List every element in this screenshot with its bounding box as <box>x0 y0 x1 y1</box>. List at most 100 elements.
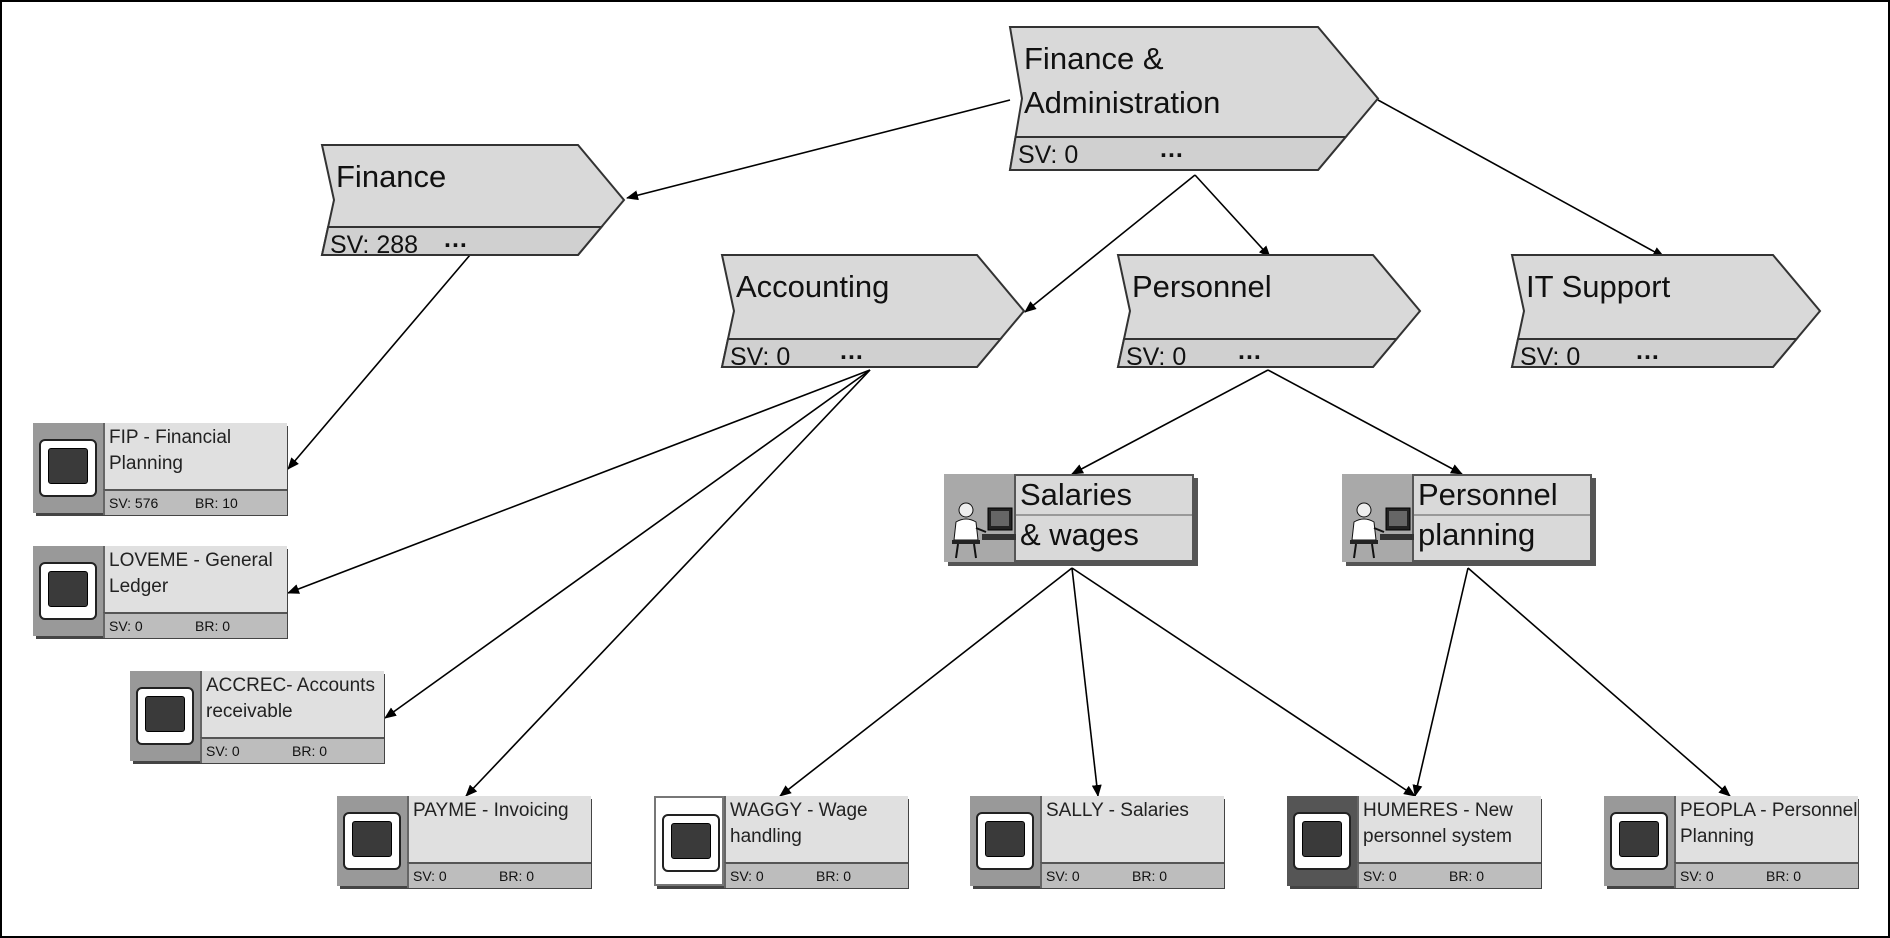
chevron-shape <box>1116 254 1422 368</box>
more-ellipsis[interactable]: ... <box>1636 337 1660 365</box>
more-ellipsis[interactable]: ... <box>840 337 864 365</box>
edge-personnel-to-pplanning <box>1267 369 1463 475</box>
app-label: LOVEME - General Ledger <box>109 550 273 597</box>
more-ellipsis[interactable]: ... <box>444 225 468 253</box>
edge-personnel-to-salaries <box>1071 369 1269 475</box>
app-sv: SV: 0 <box>1680 868 1714 884</box>
monitor-screen <box>352 821 392 857</box>
monitor-icon <box>976 812 1034 870</box>
role-label-line2: & wages <box>1020 517 1139 552</box>
edge-salaries-to-humeres <box>1071 567 1416 797</box>
org-unit-title: IT Support <box>1526 265 1670 309</box>
role-salaries[interactable]: Salaries & wages <box>944 474 1194 562</box>
org-unit-title: Accounting <box>736 265 889 309</box>
monitor-icon <box>1293 812 1351 870</box>
role-divider <box>1016 514 1192 516</box>
app-sv: SV: 0 <box>730 868 764 884</box>
edge-accounting-to-accrec <box>384 369 871 719</box>
edge-fa-to-itsupport <box>1377 99 1665 258</box>
monitor-screen <box>48 571 88 607</box>
edge-fa-to-finance <box>626 99 1011 201</box>
monitor-icon <box>1610 812 1668 870</box>
app-label: PEOPLA - Personnel Planning <box>1680 800 1858 847</box>
person-at-computer-icon <box>944 474 1016 562</box>
more-ellipsis[interactable]: ... <box>1160 135 1184 163</box>
monitor-icon <box>662 814 720 872</box>
app-label-area: LOVEME - General Ledger <box>103 546 287 612</box>
chevron-shape <box>320 144 626 256</box>
org-unit-title: Finance <box>336 155 446 199</box>
org-unit-title: Finance &Administration <box>1024 37 1220 125</box>
app-label-area: ACCREC- Accounts receivable <box>200 671 384 737</box>
edge-fa-to-personnel <box>1194 174 1271 258</box>
edge-finance-to-fip <box>287 254 471 470</box>
role-label-line2: planning <box>1418 517 1536 552</box>
more-ellipsis[interactable]: ... <box>1238 337 1262 365</box>
app-label-area: PEOPLA - Personnel Planning <box>1674 796 1858 862</box>
app-label-area: PAYME - Invoicing <box>407 796 591 862</box>
app-stats: SV: 0 BR: 0 <box>1040 862 1224 888</box>
app-sv: SV: 0 <box>1363 868 1397 884</box>
monitor-screen <box>48 448 88 484</box>
org-unit-sv: SV: 0 <box>1018 141 1079 169</box>
edge-accounting-to-payme <box>465 369 871 797</box>
app-sv: SV: 576 <box>109 495 159 511</box>
role-label-line1: Salaries <box>1020 477 1132 512</box>
monitor-screen <box>985 821 1025 857</box>
org-unit-sv: SV: 0 <box>1126 343 1187 371</box>
app-br: BR: 0 <box>1132 868 1168 884</box>
org-unit-title-line: IT Support <box>1526 269 1671 304</box>
app-br: BR: 10 <box>195 495 238 511</box>
app-sv: SV: 0 <box>1046 868 1080 884</box>
app-icon-cell <box>970 796 1040 886</box>
app-icon-cell <box>654 796 724 886</box>
app-label-area: SALLY - Salaries <box>1040 796 1224 862</box>
monitor-icon <box>343 812 401 870</box>
monitor-icon <box>39 439 97 497</box>
monitor-screen <box>1302 821 1342 857</box>
org-unit-title: Personnel <box>1132 265 1272 309</box>
app-label: SALLY - Salaries <box>1046 800 1189 821</box>
app-label: ACCREC- Accounts receivable <box>206 675 375 722</box>
app-icon-cell <box>1287 796 1357 886</box>
app-sv: SV: 0 <box>413 868 447 884</box>
edge-accounting-to-loveme <box>287 369 871 594</box>
app-br: BR: 0 <box>195 618 231 634</box>
edge-fa-to-accounting <box>1024 174 1196 313</box>
app-icon-cell <box>130 671 200 761</box>
app-sv: SV: 0 <box>109 618 143 634</box>
app-icon-cell <box>1604 796 1674 886</box>
edge-salaries-to-sally <box>1071 567 1102 797</box>
monitor-screen <box>1619 821 1659 857</box>
app-stats: SV: 0 BR: 0 <box>1674 862 1858 888</box>
app-br: BR: 0 <box>1766 868 1802 884</box>
app-label-area: WAGGY - Wage handling <box>724 796 908 862</box>
app-label-area: FIP - Financial Planning <box>103 423 287 489</box>
org-unit-sv: SV: 288 <box>330 231 419 259</box>
app-icon-cell <box>33 423 103 513</box>
app-label: PAYME - Invoicing <box>413 800 569 821</box>
monitor-screen <box>671 823 711 859</box>
org-unit-sv: SV: 0 <box>730 343 791 371</box>
monitor-icon <box>136 687 194 745</box>
